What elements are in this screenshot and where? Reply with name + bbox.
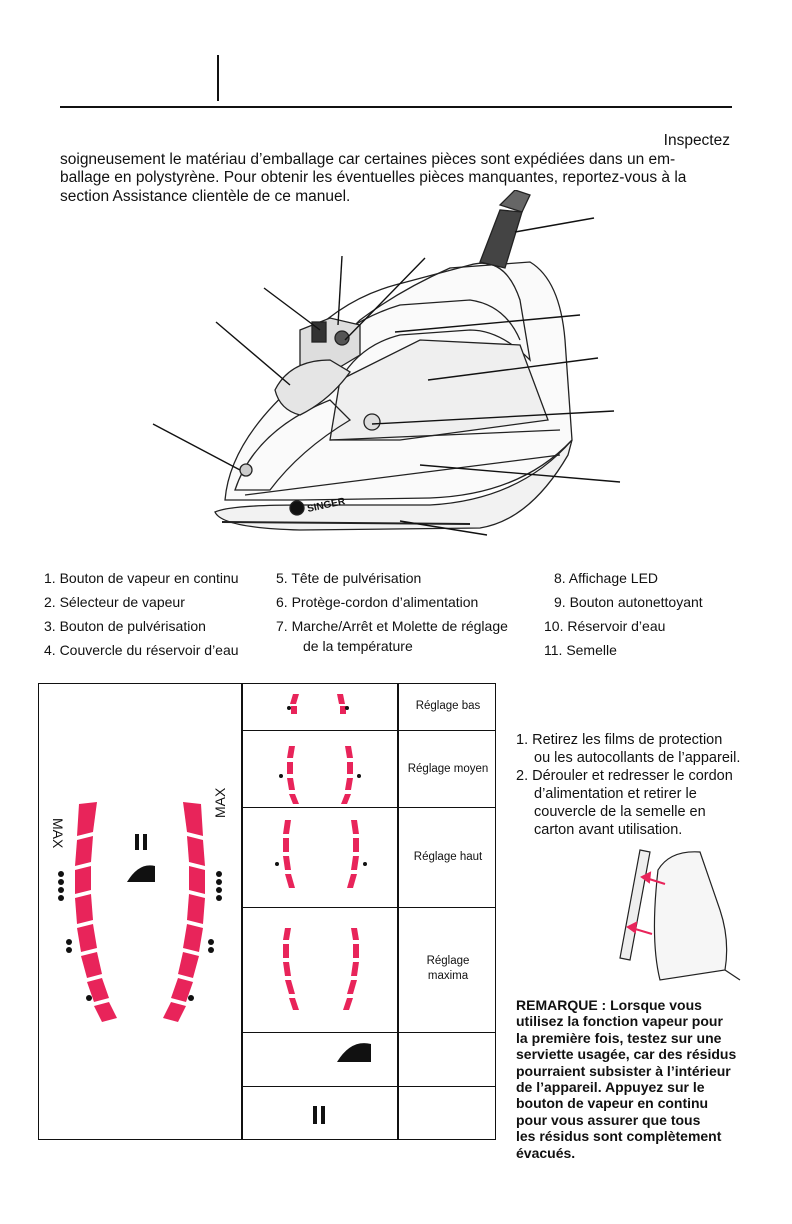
header-divider-tick	[217, 55, 219, 101]
step-text: d’alimentation et retirer le	[534, 786, 697, 802]
soleplate-cover-illustration	[619, 849, 741, 981]
header-rule	[60, 106, 732, 108]
note-line: REMARQUE : Lorsque vous	[516, 997, 702, 1013]
note-line: serviette usagée, car des résidus	[516, 1046, 737, 1063]
iron-parts-diagram: SINGER	[152, 190, 621, 536]
note-line: bouton de vapeur en continu	[516, 1095, 709, 1112]
part-item: 9. Bouton autonettoyant	[554, 594, 703, 610]
note-line: pour vous assurer que tous	[516, 1111, 701, 1128]
table-divider	[241, 684, 243, 1139]
table-divider	[241, 1032, 495, 1033]
led-segments-right	[163, 802, 205, 1022]
parts-list: 1. Bouton de vapeur en continu 2. Sélect…	[44, 566, 744, 666]
part-item: 7. Marche/Arrêt et Molette de réglage	[276, 618, 508, 634]
table-divider	[241, 907, 495, 908]
setting-max-line: Réglage	[426, 955, 470, 967]
setting-max-label: Réglage maxima	[401, 954, 495, 984]
part-item: 3. Bouton de pulvérisation	[44, 618, 206, 634]
note-block: REMARQUE : Lorsque vous utilisez la fonc…	[516, 997, 756, 1161]
note-line: évacués.	[516, 1144, 576, 1161]
step-text: Retirez les films de protection	[532, 732, 723, 748]
table-divider	[397, 684, 399, 1139]
step-number: 2.	[516, 768, 529, 784]
led-segments-left	[75, 802, 117, 1022]
intro-line: Inspectez	[663, 132, 730, 149]
setup-instructions: 1. Retirez les films de protection ou le…	[516, 731, 740, 839]
table-divider	[241, 807, 495, 808]
note-line: pourraient subsister à l’intérieur	[516, 1062, 731, 1079]
step-text: couvercle de la semelle en	[534, 804, 706, 820]
note-line: la première fois, testez sur une	[516, 1029, 722, 1046]
part-item: 6. Protège-cordon d’alimentation	[276, 594, 479, 610]
note-line: les résidus sont complètement	[516, 1128, 722, 1145]
led-setting-icons	[275, 694, 371, 1124]
step-text: carton avant utilisation.	[534, 822, 683, 838]
max-label-left: MAX	[50, 818, 66, 849]
part-item: 4. Couvercle du réservoir d’eau	[44, 642, 239, 658]
setting-medium-label: Réglage moyen	[407, 763, 489, 775]
table-divider	[241, 730, 495, 731]
part-item: 1. Bouton de vapeur en continu	[44, 570, 239, 586]
intro-paragraph: Inspectez soigneusement le matériau d’em…	[60, 132, 732, 206]
setting-max-line: maxima	[427, 970, 469, 982]
step-number: 1.	[516, 732, 529, 748]
part-item-continued: de la température	[303, 638, 413, 654]
intro-line: ballage en polystyrène. Pour obtenir les…	[60, 169, 687, 186]
part-item: 10. Réservoir d’eau	[544, 618, 666, 634]
part-item: 11. Semelle	[544, 642, 617, 658]
intro-line: soigneusement le matériau d’emballage ca…	[60, 150, 676, 168]
part-item: 8. Affichage LED	[554, 570, 659, 586]
step-text: ou les autocollants de l’appareil.	[534, 750, 741, 766]
note-line: utilisez la fonction vapeur pour	[516, 1013, 723, 1030]
intro-line: section Assistance clientèle de ce manue…	[60, 187, 351, 205]
note-line: de l’appareil. Appuyez sur le	[516, 1079, 705, 1096]
setting-low-label: Réglage bas	[415, 700, 481, 712]
part-item: 2. Sélecteur de vapeur	[44, 594, 185, 610]
led-display-full: MAX MAX	[50, 787, 228, 1022]
led-display-table: Réglage bas Réglage moyen Réglage haut R…	[38, 683, 496, 1140]
max-label-right: MAX	[212, 787, 228, 818]
part-item: 5. Tête de pulvérisation	[276, 570, 422, 586]
table-divider	[241, 1086, 495, 1087]
setting-high-label: Réglage haut	[413, 851, 483, 863]
step-text: Dérouler et redresser le cordon	[532, 768, 733, 784]
